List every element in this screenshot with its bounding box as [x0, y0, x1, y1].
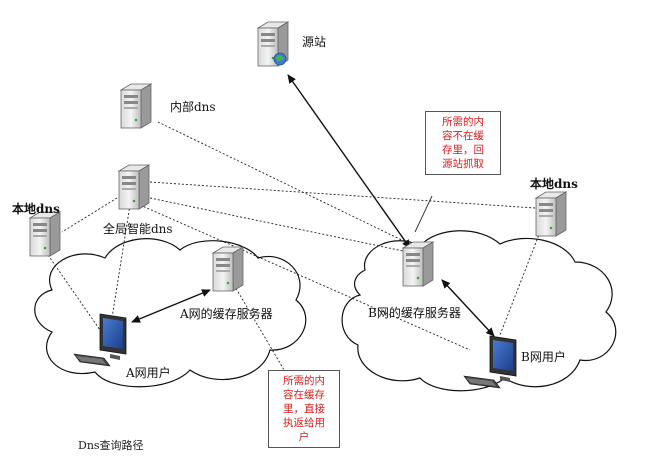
- origin-cache-b-arrow: [287, 74, 411, 249]
- cache-b-user-b-arrow: [441, 279, 495, 337]
- internal-dns-label: 内部dns: [170, 100, 216, 114]
- origin-label: 源站: [302, 35, 327, 49]
- user-a-cache-a-arrow: [131, 289, 211, 323]
- global-dns-to-user-a-line: [111, 204, 131, 319]
- user-b-label: B网用户: [521, 350, 566, 364]
- global-dns-to-cache-b-line: [149, 197, 409, 253]
- internal-dns-server-icon: [120, 83, 152, 129]
- cache-hit-note: 所需的内 容在缓存 里，直接 执返给用 户: [268, 370, 340, 448]
- cache-miss-note-line: 源站抓取: [442, 158, 484, 170]
- global-dns-to-user-b-line: [139, 204, 471, 351]
- origin-server-icon: [257, 21, 289, 67]
- cache-b-label: B网的缓存服务器: [368, 306, 461, 320]
- local-dns-b-label: 本地dns: [530, 177, 578, 191]
- cache-a-server-icon: [212, 246, 244, 292]
- cache-hit-note-line: 户: [298, 431, 310, 443]
- internal-dns-to-cache-b-line: [157, 121, 413, 246]
- cache-miss-note-line: 所需的内: [442, 116, 484, 128]
- global-dns-to-local-dns-b-line: [149, 181, 536, 209]
- cache-hit-note-line: 执返给用: [283, 417, 325, 429]
- cache-b-server-icon: [402, 241, 434, 287]
- miss-note-pointer: [414, 195, 433, 233]
- global-dns-label: 全局智能dns: [103, 222, 173, 236]
- local-dns-a-label: 本地dns: [12, 202, 60, 216]
- diagram-caption: Dns查询路径: [78, 439, 144, 452]
- cache-miss-note: 所需的内 容不在缓 存里，回 源站抓取: [425, 111, 501, 175]
- cache-hit-note-line: 里，直接: [283, 403, 325, 415]
- cache-hit-note-line: 所需的内: [283, 375, 325, 387]
- user-a-label: A网用户: [126, 366, 171, 380]
- cache-hit-note-line: 容在缓存: [283, 389, 325, 401]
- cache-a-label: A网的缓存服务器: [180, 307, 273, 321]
- cache-miss-note-line: 存里，回: [442, 144, 484, 156]
- local-dns-b-to-user-b-line: [499, 231, 541, 336]
- global-dns-to-local-dns-a-line: [61, 197, 118, 233]
- cache-miss-note-line: 容不在缓: [442, 130, 484, 142]
- local-dns-a-server-icon: [29, 211, 61, 257]
- local-dns-b-server-icon: [535, 191, 567, 237]
- global-dns-server-icon: [118, 164, 150, 210]
- local-dns-a-to-user-a-line: [47, 254, 101, 331]
